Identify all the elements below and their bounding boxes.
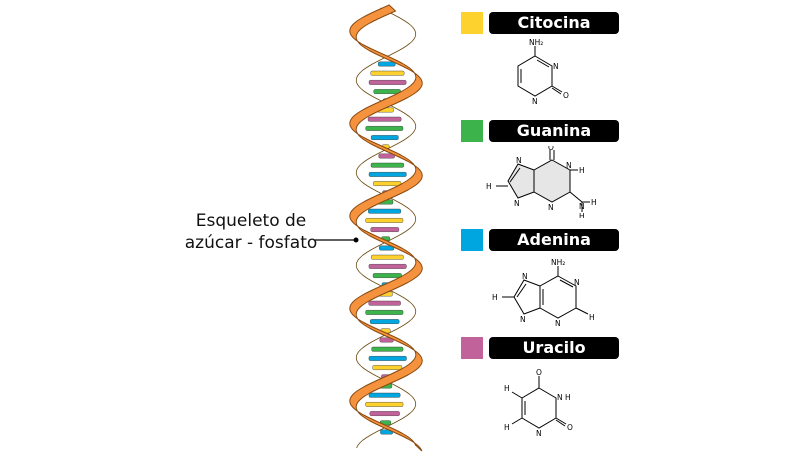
base-rung-adenina xyxy=(370,319,400,324)
base-rung-uracilo xyxy=(367,116,402,122)
base-rung-citocina xyxy=(365,217,404,223)
legend-uracilo: Uracilo xyxy=(461,337,619,359)
guanine-h9: H xyxy=(486,182,492,191)
guanine-n7: N xyxy=(516,156,522,165)
uracil-n3: N xyxy=(557,393,563,402)
backbone-callout: Esqueleto de azúcar - fosfato xyxy=(172,210,330,254)
adenine-n7: N xyxy=(522,272,528,281)
guanine-n9: N xyxy=(514,199,520,208)
base-rung-uracilo xyxy=(368,264,407,269)
adenina-label: Adenina xyxy=(489,229,619,251)
legend-guanina: Guanina xyxy=(461,120,619,142)
adenine-n1: N xyxy=(574,278,580,287)
adenine-nh2: NH₂ xyxy=(551,258,565,267)
legend-adenina: Adenina xyxy=(461,229,619,251)
cytosine-nh2: NH₂ xyxy=(529,38,543,47)
uracilo-swatch xyxy=(461,337,483,359)
base-rung-adenina xyxy=(368,392,401,398)
base-rung-guanina xyxy=(365,125,404,131)
base-rung-adenina xyxy=(379,245,395,251)
callout-line-1: Esqueleto de xyxy=(195,211,307,231)
base-rung-uracilo xyxy=(370,227,400,232)
guanine-n3: N xyxy=(548,203,554,212)
guanine-h-amino-2: H xyxy=(579,212,585,218)
cytosine-n1: N xyxy=(532,97,538,106)
base-rung-citocina xyxy=(371,254,404,260)
citocina-swatch xyxy=(461,12,483,34)
citocina-label: Citocina xyxy=(489,12,619,34)
guanine-n1: N xyxy=(566,161,572,170)
base-rung-uracilo xyxy=(369,411,400,416)
callout-line-2: azúcar - fosfato xyxy=(184,233,318,253)
uracil-o4: O xyxy=(536,368,542,377)
base-rung-citocina xyxy=(373,181,402,186)
cytosine-structure-icon: NH₂ N N O xyxy=(517,38,569,106)
legend-citocina: Citocina xyxy=(461,12,619,34)
uracil-structure-icon: O N H N O H H xyxy=(504,368,573,438)
callout-leader-dot xyxy=(353,237,359,243)
base-rung-uracilo xyxy=(368,300,401,306)
guanine-h-amino-1: H xyxy=(591,198,597,207)
base-rung-guanina xyxy=(370,162,404,168)
guanine-o: O xyxy=(548,146,554,152)
base-rung-citocina xyxy=(370,70,405,76)
guanine-h1: H xyxy=(579,166,585,175)
uracil-h5: H xyxy=(504,384,510,393)
adenine-structure-icon: NH₂ N N H N N H xyxy=(492,258,595,328)
guanine-structure-icon: O H N N N N H N H H xyxy=(486,146,597,218)
uracil-o2: O xyxy=(567,423,573,432)
base-rung-citocina xyxy=(365,402,404,407)
cytosine-n3: N xyxy=(553,62,559,71)
base-rung-adenina xyxy=(370,135,399,140)
base-rung-adenina xyxy=(378,61,396,67)
uracilo-label: Uracilo xyxy=(489,337,619,359)
adenine-n3: N xyxy=(555,319,561,328)
adenine-h8: H xyxy=(492,293,498,302)
guanina-swatch xyxy=(461,120,483,142)
base-rung-uracilo xyxy=(368,79,407,85)
base-rung-citocina xyxy=(372,365,403,370)
base-rung-adenina xyxy=(368,356,407,361)
cytosine-o: O xyxy=(563,91,569,100)
uracil-n1: N xyxy=(536,429,542,438)
adenine-n9: N xyxy=(520,315,526,324)
base-rung-guanina xyxy=(373,89,401,95)
guanine-n-amino: N xyxy=(579,202,585,211)
adenina-swatch xyxy=(461,229,483,251)
base-rung-adenina xyxy=(368,171,407,177)
base-rung-guanina xyxy=(372,273,402,278)
sugar-phosphate-backbone xyxy=(349,4,423,452)
base-rung-uracilo xyxy=(378,153,395,159)
guanina-label: Guanina xyxy=(489,120,619,142)
base-rung-adenina xyxy=(368,208,401,214)
base-rung-guanina xyxy=(371,346,404,352)
uracil-h3: H xyxy=(565,393,571,402)
base-rung-guanina xyxy=(365,310,404,315)
uracil-h6: H xyxy=(504,423,510,432)
inner-strand xyxy=(355,7,417,449)
adenine-h2: H xyxy=(589,313,595,322)
